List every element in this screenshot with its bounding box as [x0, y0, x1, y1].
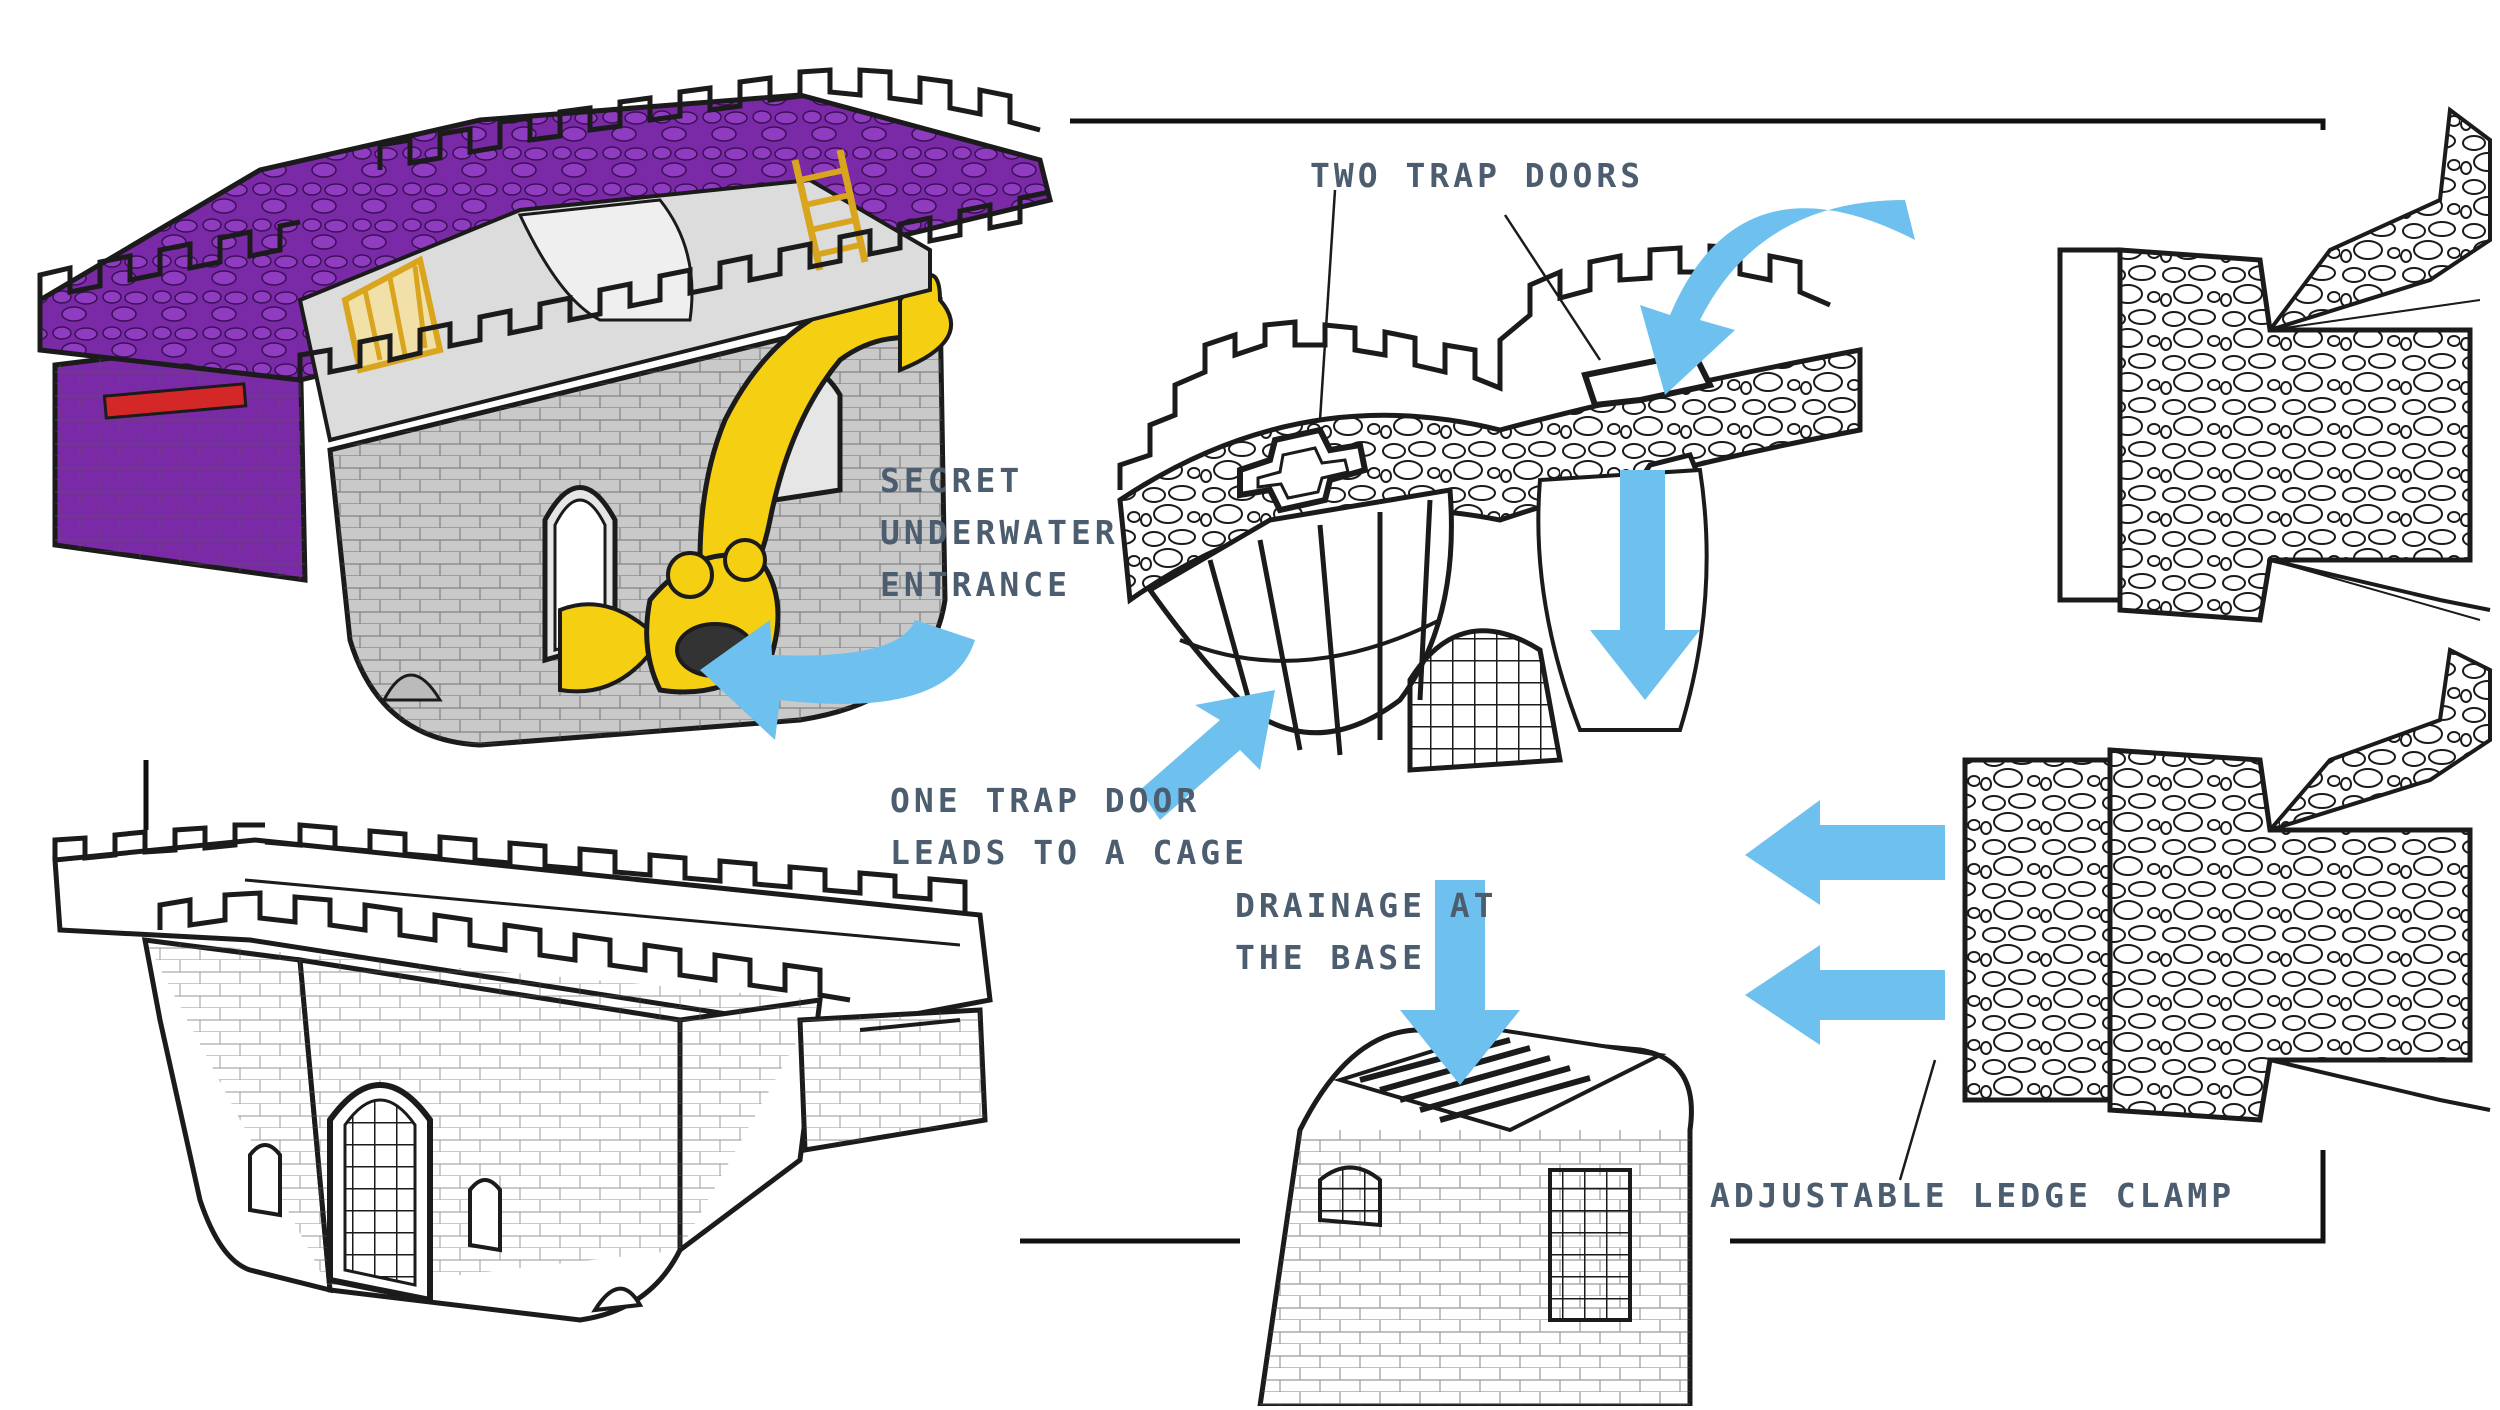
arrow-secret-entrance: [700, 620, 975, 740]
label-line: DRAINAGE AT: [1235, 886, 1498, 925]
line-art-castle-front-view: [40, 822, 1020, 1350]
label-one-trap-door: ONE TRAP DOOR LEADS TO A CAGE: [890, 775, 1248, 879]
label-line: SECRET: [880, 461, 1024, 500]
arrow-trap-door-top: [1640, 200, 1915, 395]
label-ledge-clamp: ADJUSTABLE LEDGE CLAMP: [1710, 1170, 2235, 1222]
label-line: UNDERWATER: [880, 513, 1119, 552]
drainage-base-closeup: [1240, 1000, 1730, 1409]
label-line: ONE TRAP DOOR: [890, 781, 1201, 820]
trap-doors-closeup: [1110, 189, 1870, 780]
arrow-trap-door-down: [1590, 470, 1700, 700]
arrow-cage: [1140, 690, 1275, 820]
arrow-drainage: [1400, 880, 1520, 1085]
arrow-clamp-upper: [1745, 800, 1945, 905]
label-line: ADJUSTABLE LEDGE CLAMP: [1710, 1176, 2236, 1215]
ledge-clamp-side-views: [1898, 106, 2500, 1181]
label-two-trap-doors: TWO TRAP DOORS: [1310, 150, 1644, 202]
label-drainage: DRAINAGE AT THE BASE: [1235, 880, 1498, 984]
label-secret-entrance: SECRET UNDERWATER ENTRANCE: [880, 455, 1119, 611]
label-line: ENTRANCE: [880, 565, 1071, 604]
label-line: TWO TRAP DOORS: [1310, 156, 1645, 195]
arrow-clamp-lower: [1745, 945, 1945, 1045]
arrows: [700, 200, 1945, 1085]
label-line: LEADS TO A CAGE: [890, 833, 1249, 872]
label-line: THE BASE: [1235, 938, 1426, 977]
